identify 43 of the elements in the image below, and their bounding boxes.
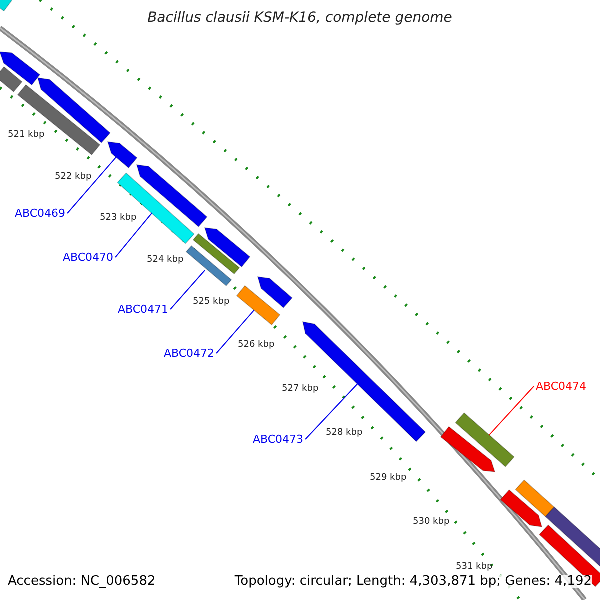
scale-label: 529 kbp	[370, 474, 407, 483]
scale-label: 521 kbp	[8, 131, 45, 140]
gene-block	[500, 490, 543, 528]
accession-text: Accession: NC_006582	[8, 575, 156, 588]
leader-line	[305, 383, 358, 440]
gene-bar	[0, 0, 12, 12]
scale-label: 522 kbp	[55, 173, 92, 182]
scale-label: 525 kbp	[193, 298, 230, 307]
gene-block	[136, 164, 208, 228]
scale-label: 523 kbp	[100, 214, 137, 223]
genome-summary-text: Topology: circular; Length: 4,303,871 bp; Genes: 4,192	[234, 575, 592, 588]
scale-label: 530 kbp	[413, 518, 450, 527]
leader-line	[67, 156, 118, 214]
gene-block	[0, 52, 41, 86]
gene-label: ABC0472	[164, 348, 215, 359]
gene-bar	[192, 233, 240, 275]
scale-label: 527 kbp	[282, 385, 319, 394]
gene-block	[440, 426, 496, 472]
gene-label: ABC0474	[536, 381, 587, 392]
map-title: Bacillus clausii KSM-K16, complete genome	[146, 11, 454, 25]
gene-bar	[0, 66, 23, 93]
gene-bar	[515, 480, 555, 518]
gene-bar	[545, 506, 600, 568]
gene-label: ABC0473	[253, 434, 304, 445]
gene-bar	[236, 285, 281, 326]
scale-label: 531 kbp	[456, 563, 493, 572]
scale-label: 524 kbp	[147, 256, 184, 265]
gene-block	[107, 142, 138, 169]
gene-bar	[455, 412, 515, 468]
scale-label: 528 kbp	[326, 429, 363, 438]
leader-line	[115, 212, 153, 258]
scale-label: 526 kbp	[238, 341, 275, 350]
gene-block	[257, 276, 293, 308]
gene-label: ABC0471	[118, 304, 169, 315]
gene-label: ABC0469	[15, 208, 66, 219]
leader-line	[488, 386, 534, 436]
gene-block	[302, 321, 426, 442]
gene-bar	[186, 245, 232, 287]
gene-block	[204, 228, 251, 268]
gene-bar	[117, 172, 195, 244]
leader-line	[216, 310, 256, 354]
gene-label: ABC0470	[63, 252, 114, 263]
leader-line	[170, 270, 206, 310]
